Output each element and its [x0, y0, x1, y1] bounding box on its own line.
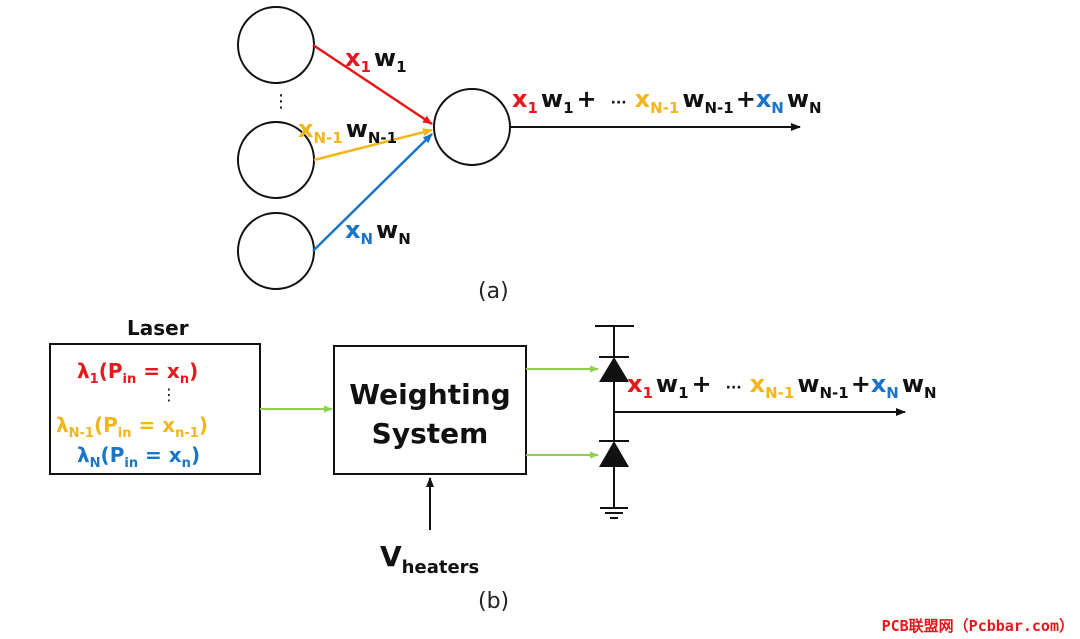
edge-bot — [312, 133, 433, 252]
caption-b: (b) — [478, 589, 509, 614]
output-neuron — [433, 88, 511, 166]
laser-dots: ⋮ — [161, 385, 177, 404]
heaters-label: Vheaters — [380, 540, 479, 578]
laser-line-3: λN(Pin = xn) — [77, 443, 200, 471]
photodiode-1-icon — [599, 357, 629, 382]
weighting-label-2: System — [372, 417, 489, 450]
laser-title: Laser — [127, 316, 189, 340]
vertical-dots: ⋮ — [272, 91, 290, 112]
photodiode-2-icon — [599, 441, 629, 467]
ground-icon — [600, 507, 628, 519]
caption-a: (a) — [478, 279, 509, 304]
laser-line-1: λ1(Pin = xn) — [77, 359, 198, 387]
edge-mid — [313, 128, 433, 162]
laser-line-2: λN-1(Pin = xn-1) — [56, 413, 208, 441]
input-neuron-1 — [237, 6, 315, 84]
weighting-system-box — [333, 345, 527, 475]
edge-top — [312, 43, 433, 126]
laser-box — [49, 343, 261, 475]
weighting-label-1: Weighting — [349, 378, 510, 411]
watermark-text: PCB联盟网（Pcbbar.com） — [882, 617, 1074, 635]
panel-b: Laser λ1(Pin = xn) ⋮ λN-1(Pin = xn-1) λN… — [49, 316, 937, 614]
input-neuron-n — [237, 212, 315, 290]
